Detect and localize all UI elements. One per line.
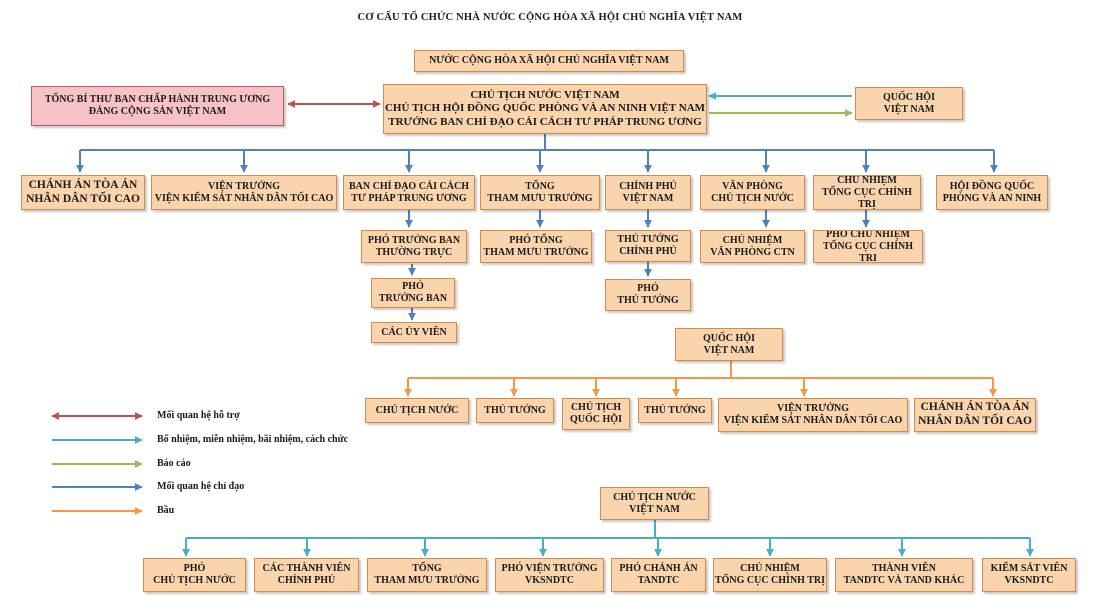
appointed-government-members-box: CÁC THÀNH VIÊN CHÍNH PHỦ (254, 558, 359, 592)
edge-president-direction (76, 134, 998, 321)
elected-court-chief-box: CHÁNH ÁN TÒA ÁN NHÂN DÂN TỐI CAO (914, 398, 1036, 432)
office-chief-box: CHỦ NHIỆM VĂN PHÒNG CTN (700, 230, 805, 263)
state-box: NƯỚC CỘNG HÒA XÃ HỘI CHỦ NGHĨA VIỆT NAM (414, 50, 684, 72)
appointed-judges-box: THÀNH VIÊN TANDTC VÀ TAND KHÁC (835, 558, 973, 592)
elected-prime-minister-2-box: THỦ TƯỚNG (638, 398, 712, 423)
supreme-court-chief-box: CHÁNH ÁN TÒA ÁN NHÂN DÂN TỐI CAO (21, 175, 145, 210)
elected-president-box: CHỦ TỊCH NƯỚC (365, 398, 469, 423)
appointed-political-dept-head-box: CHỦ NHIỆM TỔNG CỤC CHÍNH TRỊ (713, 558, 827, 592)
appointed-vice-president-box: PHÓ CHỦ TỊCH NƯỚC (143, 558, 246, 592)
appointed-chief-of-staff-box: TỔNG THAM MƯU TRƯỞNG (367, 558, 487, 592)
elected-prime-minister-box: THỦ TƯỚNG (476, 398, 554, 423)
political-deputy-box: PHÓ CHỦ NHIỆM TỔNG CỤC CHÍNH TRỊ (813, 230, 923, 263)
legend-label-appoint: Bổ nhiệm, miễn nhiệm, bãi nhiệm, cách ch… (157, 434, 349, 445)
edge-president-appoints (182, 520, 1034, 557)
deputy-prime-minister-box: PHÓ THỦ TƯỚNG (605, 279, 691, 311)
assembly-top-box: QUỐC HỘI VIỆT NAM (855, 87, 963, 120)
judicial-deputy-standing-box: PHÓ TRƯỞNG BAN THƯỜNG TRỰC (361, 230, 467, 263)
president-box: CHỦ TỊCH NƯỚC VIỆT NAM CHỦ TỊCH HỘI ĐỒNG… (383, 84, 707, 134)
government-box: CHÍNH PHỦ VIỆT NAM (605, 175, 691, 210)
president-bottom-box: CHỦ TỊCH NƯỚC VIỆT NAM (600, 487, 709, 520)
elected-procuracy-head-box: VIỆN TRƯỞNG VIỆN KIỂM SÁT NHÂN DÂN TỐI C… (718, 398, 908, 432)
appointed-deputy-procurator-box: PHÓ VIỆN TRƯỞNG VKSNDTC (495, 558, 604, 592)
prime-minister-box: THỦ TƯỚNG CHÍNH PHỦ (605, 230, 691, 262)
diagram-title: CƠ CẤU TỔ CHỨC NHÀ NƯỚC CỘNG HÒA XÃ HỘI … (357, 12, 743, 23)
chief-of-staff-box: TỔNG THAM MƯU TRƯỞNG (480, 175, 600, 210)
judicial-deputy-box: PHÓ TRƯỞNG BAN (371, 278, 455, 308)
judicial-members-box: CÁC ỦY VIÊN (371, 322, 457, 343)
legend-label-direct: Mối quan hệ chỉ đạo (157, 481, 245, 492)
procuracy-head-box: VIỆN TRƯỞNG VIỆN KIỂM SÁT NHÂN DÂN TỐI C… (151, 175, 337, 210)
appointed-procurators-box: KIỂM SÁT VIÊN VKSNDTC (982, 558, 1076, 592)
national-assembly-box: QUỐC HỘI VIỆT NAM (675, 328, 783, 361)
president-office-box: VĂN PHÒNG CHỦ TỊCH NƯỚC (700, 175, 805, 210)
judicial-reform-board-box: BAN CHỈ ĐẠO CẢI CÁCH TƯ PHÁP TRUNG ƯƠNG (343, 175, 475, 210)
party-secretary-box: TỔNG BÍ THƯ BAN CHẤP HÀNH TRUNG ƯƠNG ĐẢN… (31, 86, 284, 126)
legend-label-report: Báo cáo (157, 458, 191, 469)
legend-label-elect: Bầu (157, 505, 175, 516)
deputy-chief-of-staff-box: PHÓ TỔNG THAM MƯU TRƯỞNG (480, 230, 592, 263)
appointed-deputy-chief-justice-box: PHÓ CHÁNH ÁN TANDTC (611, 558, 706, 592)
edge-assembly-elects (404, 361, 997, 397)
defense-council-box: HỘI ĐỒNG QUỐC PHÒNG VÀ AN NINH (936, 175, 1048, 210)
legend-label-support: Mối quan hệ hỗ trợ (157, 410, 240, 421)
elected-assembly-chair-box: CHỦ TỊCH QUỐC HỘI (562, 398, 630, 430)
political-dept-head-box: CHỦ NHIỆM TỔNG CỤC CHÍNH TRỊ (813, 175, 921, 210)
